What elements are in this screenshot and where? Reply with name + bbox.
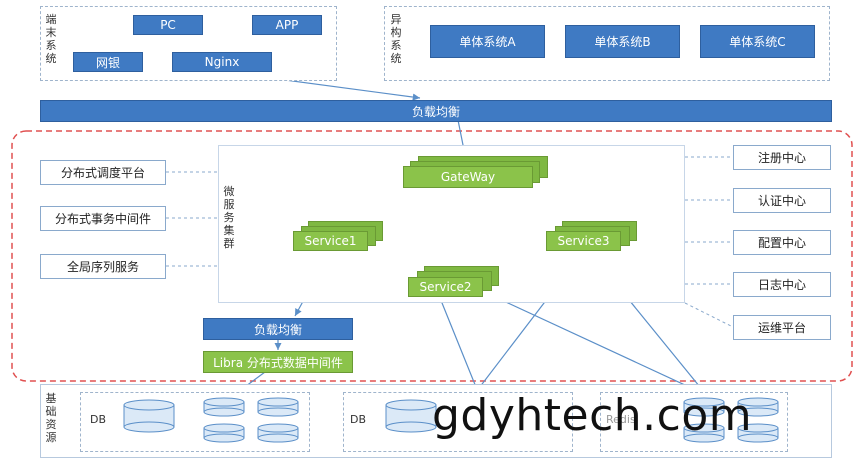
redis-label: Redis	[606, 413, 636, 426]
log-center: 日志中心	[733, 272, 831, 297]
service2-node: Service2	[408, 277, 483, 297]
global-sequence-service: 全局序列服务	[40, 254, 166, 279]
app-node: APP	[252, 15, 322, 35]
gateway-node: GateWay	[403, 166, 533, 188]
service1-node: Service1	[293, 231, 368, 251]
service3-node: Service3	[546, 231, 621, 251]
db-cylinder-small-1c	[203, 423, 245, 443]
netbank-node: 网银	[73, 52, 143, 72]
db-cylinder-small-1b	[257, 397, 299, 417]
terminal-system-label: 端末系统	[45, 13, 57, 65]
db2-label: DB	[350, 413, 367, 426]
load-balancer-bottom: 负载均衡	[203, 318, 353, 340]
hetero-system-label: 异构系统	[390, 13, 402, 65]
watermark: gdyhtech.com	[432, 390, 753, 441]
load-balancer-top: 负载均衡	[40, 100, 832, 122]
libra-middleware: Libra 分布式数据中间件	[203, 351, 353, 373]
ops-platform: 运维平台	[733, 315, 831, 340]
nginx-node: Nginx	[172, 52, 272, 72]
db1-label: DB	[90, 413, 107, 426]
dash-right-5	[684, 302, 734, 328]
arrow-s2-db2	[439, 297, 479, 393]
db-cylinder-small-1a	[203, 397, 245, 417]
monolith-a: 单体系统A	[430, 25, 545, 58]
monolith-b: 单体系统B	[565, 25, 680, 58]
config-center: 配置中心	[733, 230, 831, 255]
redis-cylinder-c	[683, 423, 725, 443]
redis-cylinder-b	[737, 397, 779, 417]
arrow-s2-redis	[479, 289, 701, 393]
redis-cylinder-a	[683, 397, 725, 417]
db-group-2	[343, 392, 573, 452]
microservice-boundary	[11, 130, 853, 382]
distributed-transaction: 分布式事务中间件	[40, 206, 166, 231]
auth-center: 认证中心	[733, 188, 831, 213]
pc-node: PC	[133, 15, 203, 35]
base-resources-label: 基础资源	[45, 392, 57, 444]
redis-cylinder-d	[737, 423, 779, 443]
microservice-cluster-label: 微服务集群	[223, 185, 235, 250]
monolith-c: 单体系统C	[700, 25, 815, 58]
db-cylinder-large-1	[123, 399, 175, 433]
db-cylinder-small-1d	[257, 423, 299, 443]
distributed-scheduler: 分布式调度平台	[40, 160, 166, 185]
db-cylinder-large-2	[385, 399, 437, 433]
registry-center: 注册中心	[733, 145, 831, 170]
